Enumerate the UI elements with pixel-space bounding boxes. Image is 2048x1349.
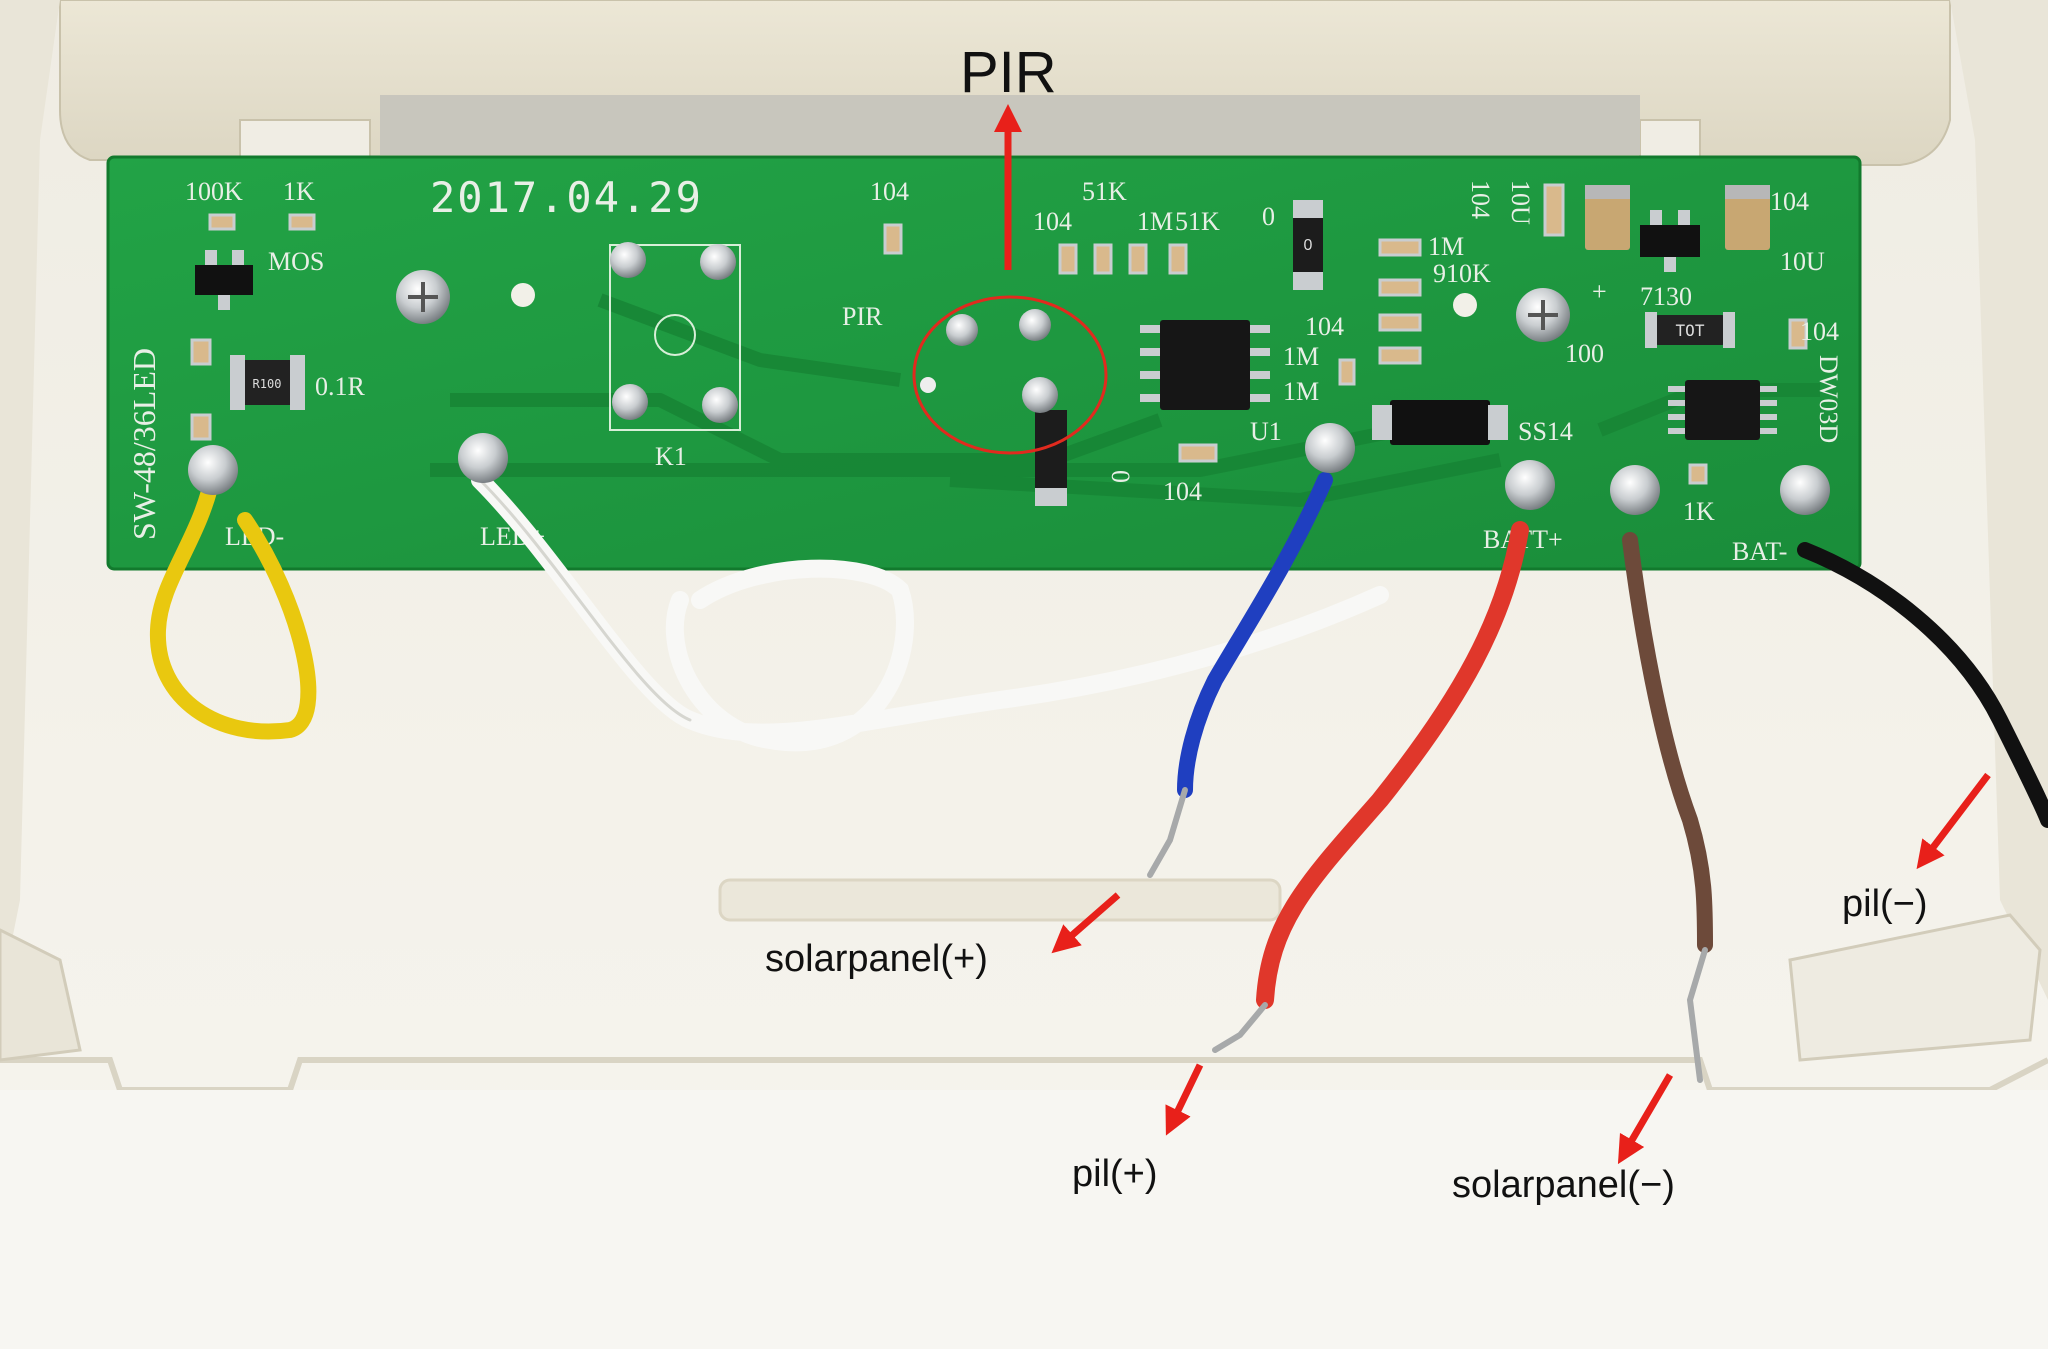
label-7130: 7130 [1640, 282, 1692, 311]
label-dw03d: DW03D [1814, 355, 1843, 443]
cap-10u-right [1725, 185, 1770, 250]
wire-blue-strands [1147, 787, 1188, 878]
right-latch [1788, 913, 2042, 1062]
solarpanel-plus-label: solarpanel(+) [765, 938, 988, 980]
pcb-date-label: 2017.04.29 [430, 173, 703, 222]
label-pir-silk: PIR [842, 302, 883, 331]
resistor-zero-pir [1035, 410, 1067, 506]
label-104-d: 104 [1466, 180, 1495, 219]
label-910k: 910K [1433, 259, 1491, 288]
arrow-solarpanel-minus [1617, 1073, 1674, 1165]
pcb-hole-2 [1453, 293, 1477, 317]
arrow-pil-plus [1165, 1063, 1204, 1136]
label-1m: 1M [1137, 207, 1173, 236]
k1-switch-pads [610, 242, 738, 423]
solarpanel-minus-label: solarpanel(−) [1452, 1164, 1675, 1206]
wire-solder-joints [188, 423, 1830, 515]
mosfet [195, 250, 253, 310]
label-51k-a: 51K [1082, 177, 1127, 206]
label-k1: K1 [655, 442, 687, 471]
annotation-arrows [994, 104, 1991, 1165]
wire-brown-strands [1686, 947, 1708, 1083]
mounting-screw-right [1516, 288, 1570, 342]
label-104-c: 104 [1163, 477, 1202, 506]
label-104-pir: 104 [870, 177, 909, 206]
resistor-r100: R100 [230, 355, 305, 410]
label-100: 100 [1565, 339, 1604, 368]
label-1k: 1K [283, 177, 315, 206]
label-104-e: 104 [1305, 312, 1344, 341]
pir-label: PIR [960, 40, 1057, 105]
wire-blue [1177, 472, 1333, 798]
label-10u-a: 10U [1506, 180, 1535, 225]
wire-black [1797, 542, 2048, 828]
wire-yellow [149, 467, 317, 740]
pcb-hole [511, 283, 535, 307]
label-0-pir: 0 [1106, 470, 1135, 483]
label-plus: + [1592, 277, 1607, 306]
wire-red-strands [1212, 1002, 1268, 1053]
mounting-screw-left [396, 270, 450, 324]
label-1k-b: 1K [1683, 497, 1715, 526]
label-1m-c: 1M [1283, 342, 1319, 371]
resistor-r100-mark: R100 [253, 377, 282, 391]
pil-plus-label: pil(+) [1072, 1153, 1158, 1195]
label-mos: MOS [268, 247, 324, 276]
ic-dw03d [1668, 380, 1777, 440]
pir-highlight-circle [912, 295, 1108, 455]
label-51k-b: 51K [1175, 207, 1220, 236]
wire-brown [1622, 532, 1713, 953]
wires [149, 467, 2048, 1083]
label-104-f: 104 [1770, 187, 1809, 216]
pcb-board: R100 TOT [106, 155, 1862, 571]
resistor-zero-top-mark: 0 [1304, 237, 1313, 254]
pil-minus-label: pil(−) [1842, 883, 1928, 925]
cap-10u-left [1585, 185, 1630, 250]
ic-u1 [1140, 320, 1270, 410]
pir-pads [920, 309, 1058, 413]
label-100k: 100K [185, 177, 243, 206]
arrow-solarpanel-plus [1051, 892, 1121, 954]
smd-components [190, 183, 1808, 485]
pcb-model-label: SW-48/36LED [126, 348, 162, 540]
wire-white-shadow [478, 478, 692, 722]
housing-bottom-fill [0, 1090, 2048, 1349]
resistor-zero-top: 0 [1293, 200, 1323, 290]
label-01r: 0.1R [315, 372, 366, 401]
label-104-g: 104 [1800, 317, 1839, 346]
wire-red [1256, 521, 1529, 1009]
diode-ss14 [1372, 400, 1508, 445]
label-ss14: SS14 [1518, 417, 1573, 446]
housing-slot [718, 878, 1282, 922]
label-r0: 0 [1262, 202, 1275, 231]
k1-silkscreen [609, 244, 741, 431]
housing-left-wall [0, 0, 60, 1000]
resistor-tot-mark: TOT [1676, 321, 1705, 340]
label-bat-minus: BAT- [1732, 537, 1787, 566]
resistor-tot: TOT [1645, 312, 1735, 348]
label-10u-b: 10U [1780, 247, 1825, 276]
label-104-b: 104 [1033, 207, 1072, 236]
label-1m-d: 1M [1283, 377, 1319, 406]
ic-7130 [1640, 210, 1700, 272]
label-1m-b: 1M [1428, 232, 1464, 261]
left-latch [0, 928, 82, 1062]
label-u1: U1 [1250, 417, 1282, 446]
arrow-pil-minus [1916, 772, 1991, 870]
